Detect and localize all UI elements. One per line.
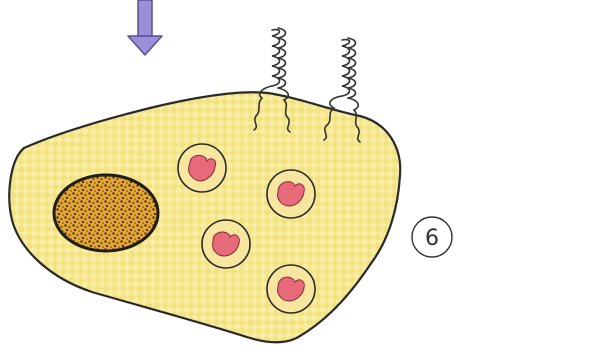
nucleus-icon xyxy=(54,175,158,251)
vesicle-icon xyxy=(178,144,226,192)
step-number: 6 xyxy=(425,226,439,251)
vesicle-icon xyxy=(267,170,315,218)
vesicle-icon xyxy=(267,265,315,313)
vesicle-icon xyxy=(202,220,250,268)
step-number-badge: 6 xyxy=(412,217,452,257)
down-arrow-icon xyxy=(128,0,162,55)
